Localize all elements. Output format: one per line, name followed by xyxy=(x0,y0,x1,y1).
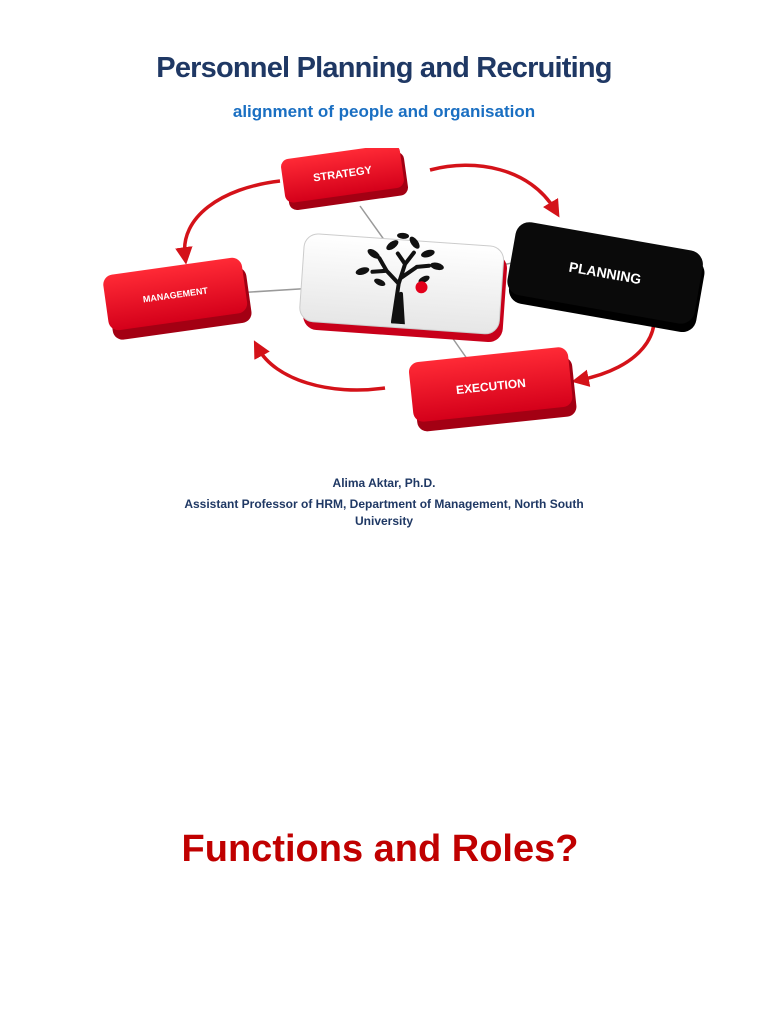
arrow-icon xyxy=(429,163,560,218)
page-title: Personnel Planning and Recruiting xyxy=(156,52,612,84)
strategy-tile: STRATEGY xyxy=(281,148,409,211)
arrow-icon xyxy=(253,340,386,392)
page-subtitle: alignment of people and organisation xyxy=(232,102,536,121)
cycle-arrows xyxy=(175,163,656,392)
management-tile: MANAGEMENT xyxy=(103,257,252,340)
center-tile xyxy=(299,232,508,343)
arrow-icon xyxy=(175,179,281,265)
planning-tile: PLANNING xyxy=(507,222,705,333)
apple-icon xyxy=(415,281,428,294)
section-question: Functions and Roles? xyxy=(181,828,579,870)
hr-cycle-diagram: STRATEGY PLANNING MANAGEMENT EXECUTION xyxy=(103,148,705,432)
author-affiliation: Assistant Professor of HRM, Department o… xyxy=(184,497,584,528)
tree-with-apple-icon xyxy=(355,232,444,325)
author-name: Alima Aktar, Ph.D. xyxy=(332,476,436,490)
execution-tile: EXECUTION xyxy=(408,347,577,432)
